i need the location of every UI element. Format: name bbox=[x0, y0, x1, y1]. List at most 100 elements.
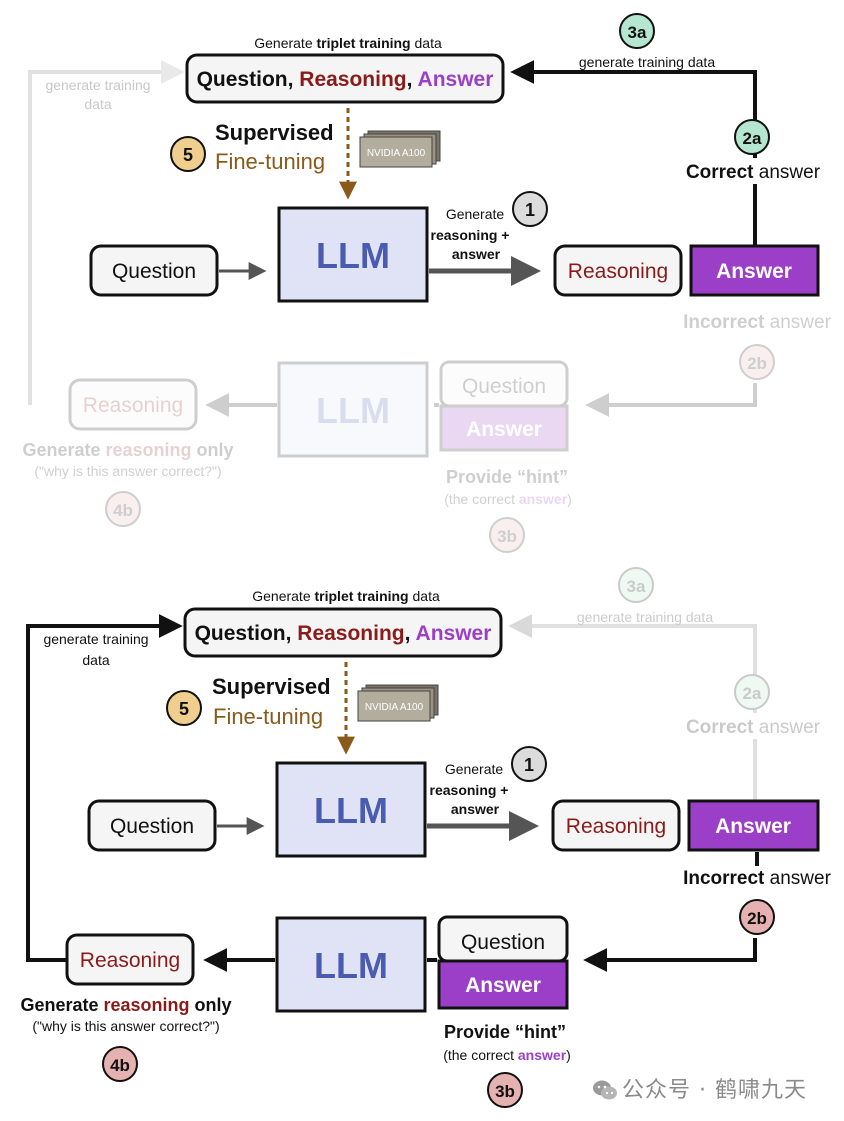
svg-text:(the correct answer): (the correct answer) bbox=[444, 491, 572, 507]
gpu-label: NVIDIA A100 bbox=[367, 148, 426, 159]
badge-2a-label: 2a bbox=[743, 129, 762, 148]
svg-text:LLM: LLM bbox=[316, 390, 390, 431]
generate-line2-2: reasoning + bbox=[430, 782, 509, 798]
correct-answer-hint: (the correct answer) bbox=[443, 1047, 571, 1063]
svg-text:Correct answer: Correct answer bbox=[686, 717, 821, 738]
question-box bbox=[89, 244, 219, 297]
badge-1-label: 1 bbox=[525, 200, 535, 220]
hint-answer-label: Answer bbox=[465, 974, 541, 997]
right-loop-arrow bbox=[510, 60, 757, 245]
generate-line1: Generate bbox=[446, 206, 505, 222]
badge-5-2 bbox=[166, 690, 202, 726]
gpu-card-2: NVIDIA A100 bbox=[357, 684, 439, 722]
reasoning-output-label-2: Reasoning bbox=[566, 815, 666, 838]
svg-text:("why is this answer correct?": ("why is this answer correct?") bbox=[34, 463, 221, 479]
gen-training-left-line1-2: generate training bbox=[43, 631, 148, 647]
left-loop-arrow-2 bbox=[26, 614, 183, 962]
watermark-text: 公众号 · 鹤啸九天 bbox=[622, 1078, 807, 1103]
top-panel: Generate triplet training data Question,… bbox=[22, 13, 832, 553]
badge-1-2 bbox=[511, 746, 547, 782]
svg-text:Provide “hint”: Provide “hint” bbox=[446, 467, 568, 487]
question-box-2 bbox=[87, 799, 217, 852]
svg-text:3b: 3b bbox=[497, 527, 517, 546]
svg-text:Reasoning: Reasoning bbox=[83, 394, 183, 417]
hint-question-label: Question bbox=[461, 931, 545, 954]
svg-text:Generate reasoning only: Generate reasoning only bbox=[22, 440, 233, 460]
badge-1-label-2: 1 bbox=[524, 755, 534, 775]
gen-training-left-line2: data bbox=[84, 96, 111, 112]
triplet-header: Generate triplet training data bbox=[254, 35, 442, 51]
badge-5-label-2: 5 bbox=[179, 699, 189, 719]
svg-text:4b: 4b bbox=[113, 501, 133, 520]
supervised-label-2: Supervised bbox=[212, 674, 331, 699]
left-loop-arrow bbox=[28, 60, 185, 405]
question-label-2: Question bbox=[110, 815, 194, 838]
incorrect-to-hint-arrow bbox=[583, 938, 757, 972]
svg-text:generate training data: generate training data bbox=[577, 609, 713, 625]
llm-box-2 bbox=[275, 761, 427, 858]
svg-text:2b: 2b bbox=[747, 354, 767, 373]
fine-tuning-label-2: Fine-tuning bbox=[213, 704, 323, 729]
gen-training-left-line1: generate training bbox=[45, 77, 150, 93]
supervised-label: Supervised bbox=[215, 120, 334, 145]
svg-text:Incorrect answer: Incorrect answer bbox=[683, 312, 832, 333]
gen-training-left-line2-2: data bbox=[82, 652, 109, 668]
llm-label-2: LLM bbox=[314, 790, 388, 831]
reasoning-output-box-2 bbox=[551, 799, 681, 852]
badge-2b-label: 2b bbox=[747, 909, 767, 928]
svg-text:Question: Question bbox=[462, 375, 546, 398]
answer-output-label-2: Answer bbox=[715, 815, 791, 838]
gen-reasoning-only: Generate reasoning only bbox=[20, 995, 231, 1015]
gpu-card: NVIDIA A100 bbox=[359, 130, 441, 168]
incorrect-answer-label: Incorrect answer bbox=[683, 868, 832, 889]
why-text: ("why is this answer correct?") bbox=[32, 1018, 219, 1034]
badge-3a-label: 3a bbox=[628, 23, 647, 42]
triplet-header-2: Generate triplet training data bbox=[252, 588, 440, 604]
bottom-panel: Generate triplet training data Question,… bbox=[20, 567, 832, 1108]
generate-line1-2: Generate bbox=[445, 761, 504, 777]
gen-training-right: generate training data bbox=[579, 54, 715, 70]
reasoning-output-box bbox=[553, 244, 683, 297]
gpu-label-2: NVIDIA A100 bbox=[365, 702, 424, 713]
llm-label: LLM bbox=[316, 235, 390, 276]
badge-2a bbox=[734, 119, 770, 155]
generate-line3-2: answer bbox=[451, 801, 500, 817]
fine-tuning-label: Fine-tuning bbox=[215, 149, 325, 174]
badge-2b bbox=[739, 899, 775, 935]
question-label: Question bbox=[112, 260, 196, 283]
triplet-text: Question, Reasoning, Answer bbox=[197, 68, 494, 91]
wechat-icon bbox=[593, 1080, 617, 1100]
answer-output-box bbox=[689, 244, 820, 297]
svg-text:3a: 3a bbox=[627, 577, 646, 596]
triplet-box bbox=[185, 53, 505, 104]
reasoning-output-label: Reasoning bbox=[568, 260, 668, 283]
triplet-text-2: Question, Reasoning, Answer bbox=[195, 622, 492, 645]
provide-hint-label: Provide “hint” bbox=[444, 1022, 566, 1042]
badge-4b bbox=[102, 1046, 138, 1082]
top-faded-branch: Incorrect answer 2b Question Answer Prov… bbox=[22, 312, 832, 553]
badge-3a bbox=[619, 13, 655, 49]
badge-1 bbox=[512, 191, 548, 227]
badge-5 bbox=[170, 136, 206, 172]
badge-4b-label: 4b bbox=[110, 1056, 130, 1075]
svg-text:Answer: Answer bbox=[466, 418, 542, 441]
svg-text:2a: 2a bbox=[743, 684, 762, 703]
llm-label-3: LLM bbox=[314, 945, 388, 986]
generate-line2: reasoning + bbox=[431, 227, 510, 243]
badge-3b bbox=[487, 1072, 523, 1108]
correct-answer-label: Correct answer bbox=[686, 162, 821, 183]
bottom-faded-right: generate training data 3a 2a Correct ans… bbox=[508, 567, 826, 800]
triplet-box-2 bbox=[183, 607, 503, 658]
badge-3b-label: 3b bbox=[495, 1082, 515, 1101]
watermark: 公众号 · 鹤啸九天 bbox=[592, 1072, 807, 1104]
reasoning-only-label: Reasoning bbox=[80, 949, 180, 972]
answer-output-box-2 bbox=[687, 799, 820, 852]
llm-box bbox=[277, 206, 429, 303]
generate-line3: answer bbox=[452, 246, 501, 262]
llm-box-3 bbox=[275, 916, 427, 1013]
answer-output-label: Answer bbox=[716, 260, 792, 283]
badge-5-label: 5 bbox=[183, 145, 193, 165]
reasoning-only-box bbox=[65, 933, 195, 986]
hint-answer-box bbox=[437, 959, 569, 1010]
